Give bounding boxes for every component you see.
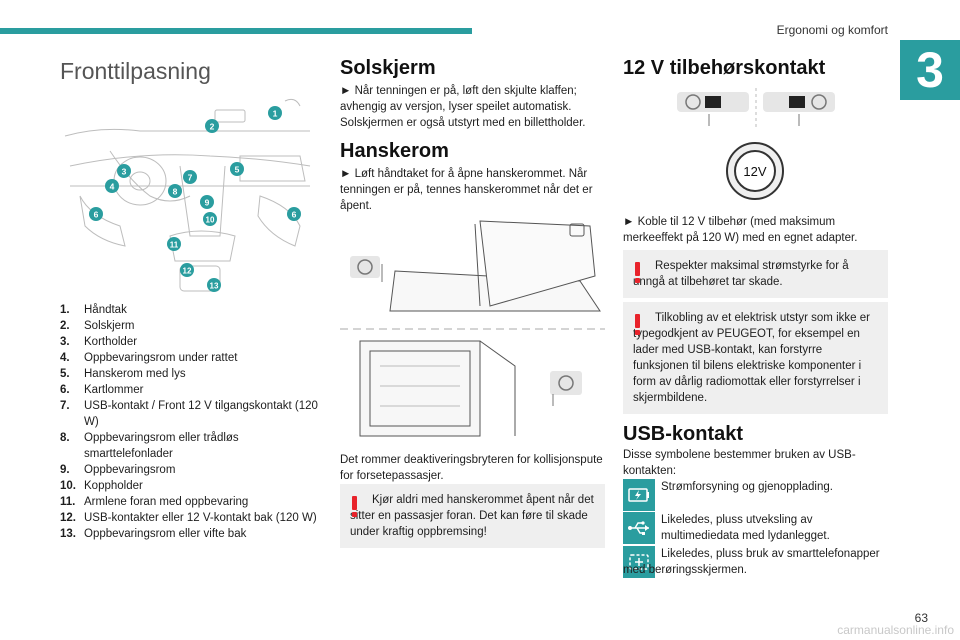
svg-text:2: 2 [210, 122, 215, 132]
warning-icon [352, 496, 358, 517]
socket-drawing: 12V [677, 88, 835, 200]
legend-item: 3.Kortholder [60, 336, 138, 348]
interior-overview-illustration: 1 2 3 4 5 6 6 7 8 9 10 11 12 13 [60, 96, 318, 294]
legend-item: 1.Håndtak [60, 304, 127, 316]
page-number: 63 [914, 611, 928, 625]
tilbehor-text: ► Koble til 12 V tilbehør (med maksimum … [623, 216, 858, 244]
callout-11: 11 [167, 237, 181, 251]
svg-text:12V: 12V [743, 164, 766, 179]
svg-text:6: 6 [94, 210, 99, 220]
tilbehor-warning-text-2: Tilkobling av et elektrisk utstyr som ik… [633, 312, 870, 404]
steering-icon-right [763, 92, 835, 126]
section-title-hanskerom: Hanskerom [340, 140, 449, 162]
glovebox-drawing [340, 220, 605, 437]
hanskerom-warning-box: Kjør aldri med hanskerommet åpent når de… [340, 484, 605, 548]
section-title-12v: 12 V tilbehørskontakt [623, 57, 826, 79]
component-legend: 1.Håndtak 2.Solskjerm 3.Kortholder 4.Opp… [60, 302, 318, 542]
callout-3: 3 [117, 164, 131, 178]
warning-icon [635, 262, 641, 283]
svg-text:12: 12 [183, 267, 192, 276]
glovebox-illustration [340, 216, 605, 446]
legend-item: 7.USB-kontakt / Front 12 V tilgangskonta… [60, 400, 318, 428]
tilbehor-warning-text-1: Respekter maksimal strømstyrke for å unn… [633, 260, 849, 288]
callout-5: 5 [230, 162, 244, 176]
usb-row-text: Likeledes, pluss bruk av smarttelefonapp… [623, 548, 880, 576]
svg-text:13: 13 [210, 282, 219, 291]
legend-item: 10.Koppholder [60, 480, 143, 492]
interior-overview-drawing: 1 2 3 4 5 6 6 7 8 9 10 11 12 13 [64, 98, 311, 292]
legend-item: 11.Armlene foran med oppbevaring [60, 496, 249, 508]
callout-2: 2 [205, 119, 219, 133]
usb-row-smartphone: Likeledes, pluss bruk av smarttelefonapp… [623, 546, 888, 594]
charging-icon [623, 479, 655, 511]
svg-text:4: 4 [110, 182, 115, 192]
callout-6-left: 6 [89, 207, 103, 221]
legend-item: 6.Kartlommer [60, 384, 144, 396]
section-title-fronttilpasning: Fronttilpasning [60, 58, 211, 84]
socket-12v-icon: 12V [726, 142, 784, 200]
hanskerom-warning-text: Kjør aldri med hanskerommet åpent når de… [350, 494, 594, 538]
chapter-number: 3 [900, 40, 960, 100]
header-title: Ergonomi og komfort [776, 23, 888, 37]
callout-8: 8 [168, 184, 182, 198]
callout-10: 10 [203, 212, 217, 226]
callout-6-right: 6 [287, 207, 301, 221]
legend-item: 9.Oppbevaringsrom [60, 464, 176, 476]
section-title-usb: USB-kontakt [623, 423, 744, 445]
svg-text:5: 5 [235, 165, 240, 175]
steering-icon-left [677, 92, 749, 126]
svg-text:6: 6 [292, 210, 297, 220]
callout-13: 13 [207, 278, 221, 292]
legend-item: 13.Oppbevaringsrom eller vifte bak [60, 528, 247, 540]
svg-text:10: 10 [206, 216, 215, 225]
svg-text:9: 9 [205, 198, 210, 208]
smartphone-icon [623, 546, 655, 578]
svg-text:11: 11 [170, 241, 179, 250]
socket-illustration: 12V [623, 86, 888, 206]
hanskerom-text: ► Løft håndtaket for å åpne hanskerommet… [340, 168, 593, 212]
usb-row-text: Strømforsyning og gjenopplading. [661, 481, 833, 493]
legend-item: 12.USB-kontakter eller 12 V-kontakt bak … [60, 512, 317, 524]
section-title-solskjerm: Solskjerm [340, 57, 436, 79]
watermark: carmanualsonline.info [837, 623, 954, 637]
svg-text:7: 7 [188, 173, 193, 183]
svg-text:1: 1 [273, 109, 278, 119]
svg-text:3: 3 [122, 167, 127, 177]
callout-12: 12 [180, 263, 194, 277]
usb-row-text: Likeledes, pluss utveksling av multimedi… [661, 514, 830, 542]
callout-1: 1 [268, 106, 282, 120]
steering-icon-bottom [550, 371, 582, 406]
warning-icon [635, 314, 641, 335]
callout-7: 7 [183, 170, 197, 184]
solskjerm-text: ► Når tenningen er på, løft den skjulte … [340, 85, 586, 129]
svg-text:8: 8 [173, 187, 178, 197]
tilbehor-warning-box-2: Tilkobling av et elektrisk utstyr som ik… [623, 302, 888, 414]
callout-4: 4 [105, 179, 119, 193]
usb-icon [623, 512, 655, 544]
legend-item: 2.Solskjerm [60, 320, 135, 332]
usb-intro: Disse symbolene bestemmer bruken av USB-… [623, 449, 856, 477]
legend-item: 5.Hanskerom med lys [60, 368, 186, 380]
tilbehor-warning-box-1: Respekter maksimal strømstyrke for å unn… [623, 250, 888, 298]
callout-markers: 1 2 3 4 5 6 6 7 8 9 10 11 12 13 [89, 106, 301, 292]
steering-icon-top [350, 256, 383, 282]
legend-item: 8.Oppbevaringsrom eller trådløs smarttel… [60, 432, 239, 460]
callout-9: 9 [200, 195, 214, 209]
legend-item: 4.Oppbevaringsrom under rattet [60, 352, 238, 364]
hanskerom-airbag-text: Det rommer deaktiveringsbryteren for kol… [340, 454, 603, 482]
header-accent-bar [0, 28, 472, 34]
